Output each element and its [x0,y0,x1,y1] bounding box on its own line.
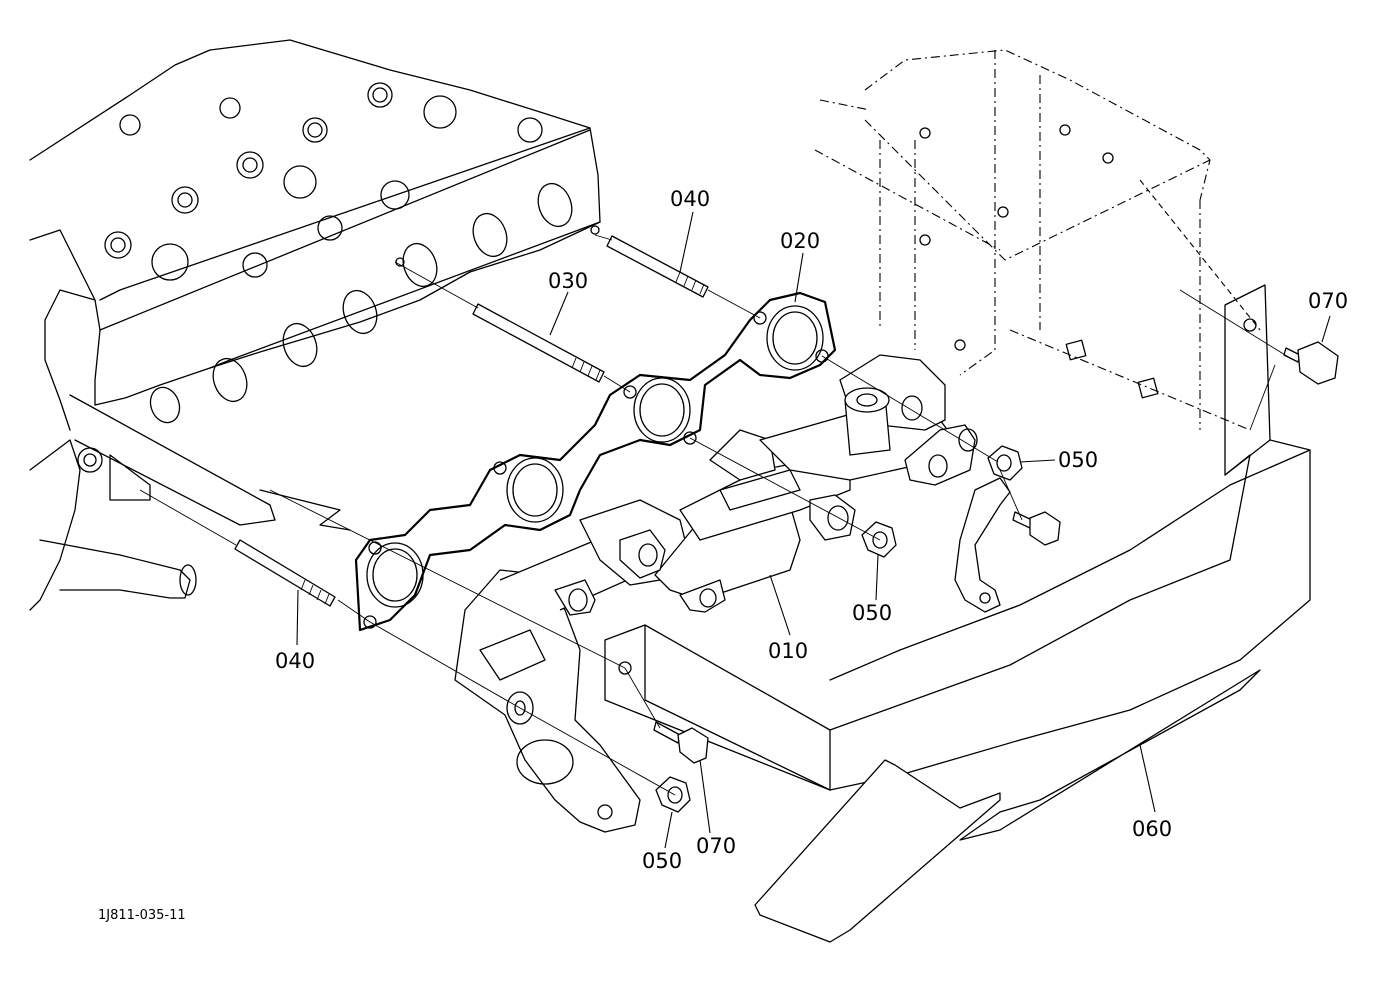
explode-lines [139,234,1291,796]
mounting-bracket [954,477,1011,613]
callout-070-right: 070 [1308,289,1348,313]
callout-leaders [296,211,1331,849]
stud-040-lower [234,539,336,607]
nut-050-lower [655,776,691,813]
callout-010: 010 [768,639,808,663]
callout-060: 060 [1132,817,1172,841]
engine-block-edge [29,394,351,611]
bolt-right-bracket [1012,511,1061,546]
callout-labels: 040 020 030 070 050 050 010 040 070 050 … [98,187,1348,923]
heat-shield [604,284,1311,943]
callout-040-lower: 040 [275,649,315,673]
callout-030: 030 [548,269,588,293]
callout-040-upper: 040 [670,187,710,211]
callout-020: 020 [780,229,820,253]
callout-050-right: 050 [1058,448,1098,472]
stud-040-upper [606,235,709,298]
drawing-code: 1J811-035-11 [98,908,186,923]
cylinder-head [29,39,601,431]
callout-070-lower: 070 [696,834,736,858]
callout-050-lower: 050 [642,849,682,873]
callout-050-center: 050 [852,601,892,625]
background-housing [814,49,1261,431]
exhaust-manifold [454,354,978,833]
bolt-070-right [1283,341,1339,385]
stud-030 [472,303,605,383]
exhaust-gasket [354,291,837,632]
bolt-070-lower [653,721,709,764]
nut-050-right [987,445,1023,481]
